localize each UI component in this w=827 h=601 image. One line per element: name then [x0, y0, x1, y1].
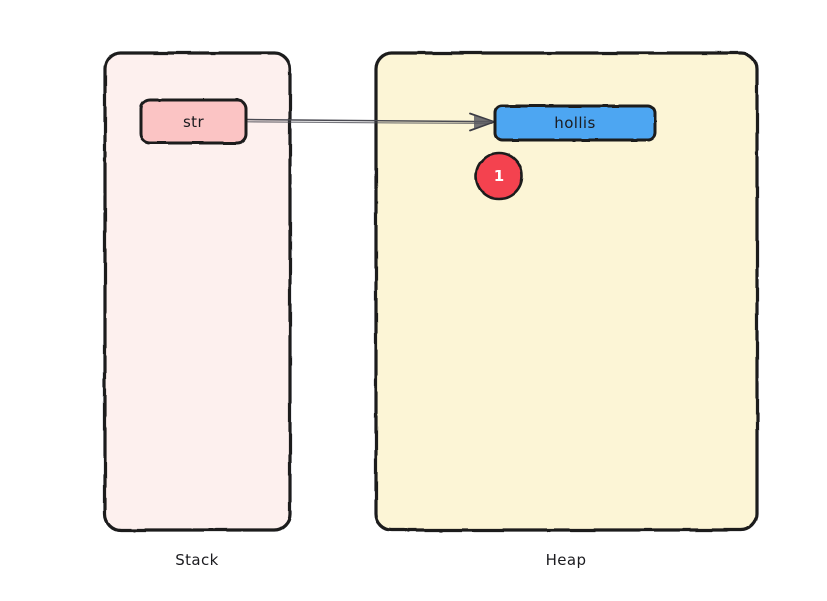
heap-container[interactable] [374, 51, 759, 532]
stack-container-shape [103, 51, 292, 532]
arrowhead-fill [474, 115, 493, 129]
hollis-box-shape [493, 104, 657, 142]
heap-container-label: Heap [545, 551, 587, 569]
node-hollis-value[interactable] [493, 104, 657, 142]
stack-container-label: Stack [175, 551, 219, 569]
str-box-shape [139, 98, 248, 145]
ref-count-circle [474, 151, 524, 201]
stack-container[interactable] [103, 51, 292, 532]
connector-line-sketch [247, 121, 493, 124]
connector-line [246, 118, 493, 123]
badge-ref-count[interactable] [474, 151, 524, 201]
heap-container-shape [374, 51, 759, 532]
node-str-variable[interactable] [139, 98, 248, 145]
